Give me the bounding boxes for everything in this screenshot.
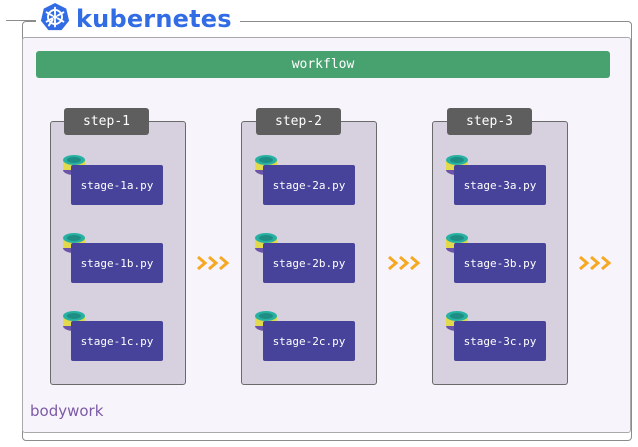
stage-3b: stage-3b.py (454, 243, 546, 283)
kubernetes-header: kubernetes (36, 2, 240, 36)
chevron-right-icon (578, 253, 614, 273)
bodywork-label: bodywork (30, 402, 104, 420)
chevron-right-icon (387, 253, 423, 273)
step-2-label: step-2 (256, 108, 341, 135)
kubernetes-wordmark: kubernetes (76, 5, 232, 33)
stage-3a: stage-3a.py (454, 165, 546, 205)
stage-1a: stage-1a.py (71, 165, 163, 205)
stage-2b: stage-2b.py (263, 243, 355, 283)
stage-2c: stage-2c.py (263, 321, 355, 361)
stage-1c: stage-1c.py (71, 321, 163, 361)
kubernetes-helm-icon (40, 2, 70, 36)
stage-1b: stage-1b.py (71, 243, 163, 283)
stage-2a: stage-2a.py (263, 165, 355, 205)
stage-3c: stage-3c.py (454, 321, 546, 361)
step-3-label: step-3 (447, 108, 532, 135)
workflow-bar: workflow (36, 51, 610, 78)
chevron-right-icon (196, 253, 232, 273)
step-1-label: step-1 (64, 108, 149, 135)
frame-top-line (6, 20, 36, 21)
